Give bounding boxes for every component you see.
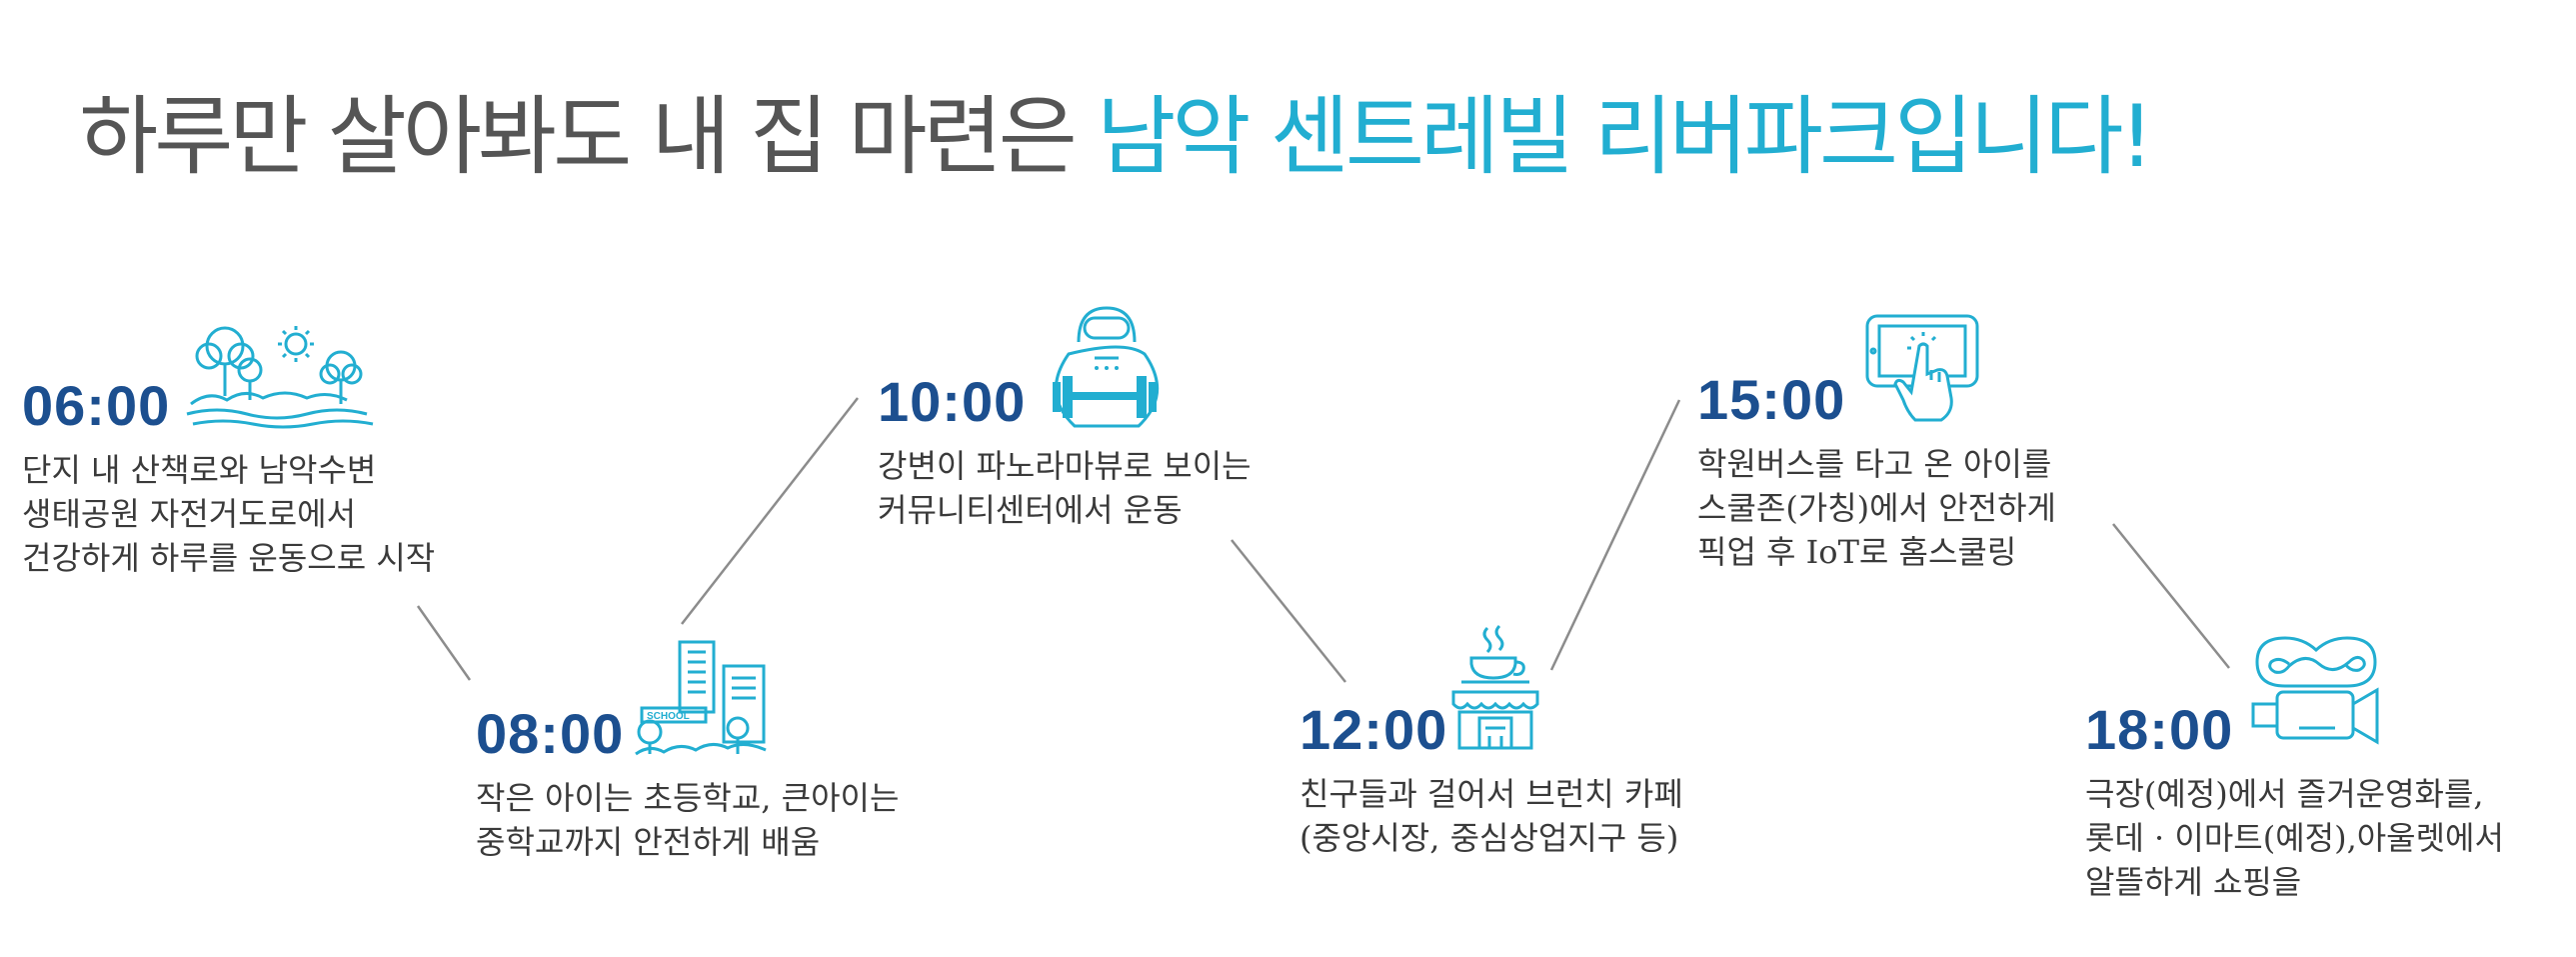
description-line: 생태공원 자전거도로에서 [22, 495, 357, 533]
kettlebell-dumbbell-icon [1053, 306, 1159, 428]
timeline-item-1000: 10:00 강변이 파노라마뷰로 보이는 커뮤니티센터에서 운동 [878, 372, 1252, 532]
description-line: 중학교까지 안전하게 배움 [476, 823, 821, 861]
cafe-coffee-icon [1451, 624, 1539, 750]
park-trees-sun-icon [186, 326, 374, 429]
time-label: 18:00 [2085, 698, 2234, 761]
description: 강변이 파노라마뷰로 보이는 커뮤니티센터에서 운동 [878, 444, 1252, 532]
time-label: 08:00 [476, 702, 625, 765]
time-label: 12:00 [1299, 698, 1448, 761]
headline-lead: 하루만 살아봐도 내 집 마련은 [79, 87, 1098, 187]
description-line: 작은 아이는 초등학교, 큰아이는 [476, 779, 900, 817]
description-line: 커뮤니티센터에서 운동 [878, 491, 1183, 529]
time-label: 06:00 [22, 374, 171, 437]
time-label: 15:00 [1697, 368, 1846, 431]
description: 작은 아이는 초등학교, 큰아이는 중학교까지 안전하게 배움 [476, 776, 899, 864]
description: 단지 내 산책로와 남악수변 생태공원 자전거도로에서 건강하게 하루를 운동으… [22, 448, 435, 580]
timeline-item-0600: 06:00 단지 내 산책로와 남악수변 생태공원 자전거도로에서 건강하게 하… [22, 376, 435, 580]
headline: 하루만 살아봐도 내 집 마련은 남악 센트레빌 리버파크입니다! [0, 66, 2229, 191]
school-buildings-icon: SCHOOL [635, 640, 767, 756]
description-line: 건강하게 하루를 운동으로 시작 [22, 539, 436, 577]
description: 학원버스를 타고 온 아이를 스쿨존(가칭)에서 안전하게 픽업 후 IoT로 … [1697, 442, 2056, 574]
description-line: 강변이 파노라마뷰로 보이는 [878, 447, 1252, 485]
timeline-item-1500: 15:00 학원버스를 타고 온 아이를 스쿨존(가칭)에서 안전하게 픽업 후… [1697, 370, 2056, 574]
description-line: 픽업 후 IoT로 홈스쿨링 [1697, 533, 2017, 571]
timeline-item-0800: 08:00 작은 아이는 초등학교, 큰아이는 중학교까지 안전하게 배움 [476, 704, 899, 864]
description-line: (중앙시장, 중심상업지구 등) [1299, 819, 1679, 857]
description-line: 극장(예정)에서 즐거운영화를, [2085, 775, 2484, 813]
description-line: 학원버스를 타고 온 아이를 [1697, 445, 2052, 483]
time-label: 10:00 [878, 370, 1027, 433]
connector-1000-1200 [1231, 539, 1346, 683]
description: 친구들과 걸어서 브런치 카페 (중앙시장, 중심상업지구 등) [1299, 772, 1683, 860]
tablet-touch-icon [1865, 314, 1979, 422]
headline-brand: 남악 센트레빌 리버파크입니다! [1097, 87, 2154, 187]
connector-0600-0800 [416, 605, 472, 681]
description: 극장(예정)에서 즐거운영화를, 롯데 · 이마트(예정),아울렛에서 알뜰하게… [2085, 772, 2504, 904]
description-line: 스쿨존(가칭)에서 안전하게 [1697, 489, 2056, 527]
connector-0800-1000 [681, 397, 859, 625]
school-sign-text: SCHOOL [647, 711, 690, 722]
connector-1200-1500 [1549, 399, 1681, 671]
description-line: 단지 내 산책로와 남악수변 [22, 451, 377, 489]
description-line: 친구들과 걸어서 브런치 카페 [1299, 775, 1683, 813]
description-line: 롯데 · 이마트(예정),아울렛에서 [2085, 819, 2504, 857]
timeline-item-1200: 12:00 친구들과 걸어서 브런치 카페 (중앙시장, 중심상업지구 등) [1299, 700, 1683, 860]
movie-camera-icon [2251, 636, 2379, 745]
description-line: 알뜰하게 쇼핑을 [2085, 863, 2302, 901]
timeline-item-1800: 18:00 극장(예정)에서 즐거운영화를, 롯데 · 이마트(예정),아울렛에… [2085, 700, 2504, 904]
connector-1500-1800 [2112, 523, 2230, 669]
